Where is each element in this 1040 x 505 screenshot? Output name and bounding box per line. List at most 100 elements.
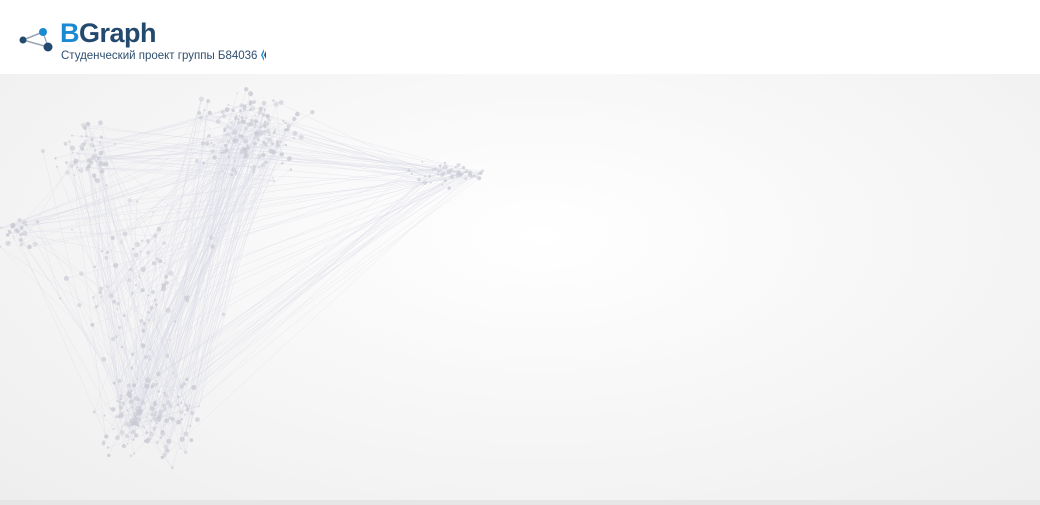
graph-node — [68, 140, 71, 143]
graph-node — [447, 186, 451, 190]
graph-node — [54, 157, 57, 160]
graph-node — [179, 401, 183, 405]
graph-edge — [198, 112, 225, 152]
graph-node — [90, 322, 95, 327]
graph-node — [170, 466, 174, 470]
graph-node — [137, 398, 141, 402]
graph-node — [249, 108, 252, 111]
graph-node — [206, 136, 209, 138]
graph-node — [257, 154, 262, 159]
graph-edge — [127, 148, 245, 393]
graph-node — [143, 427, 146, 429]
graph-node — [101, 356, 107, 362]
graph-node — [430, 181, 432, 184]
graph-node — [103, 161, 109, 167]
graph-edge — [37, 221, 61, 299]
graph-node — [224, 146, 228, 149]
graph-node — [110, 235, 115, 240]
graph-node — [5, 240, 11, 246]
graph-node — [131, 293, 134, 296]
graph-edge — [187, 173, 479, 411]
graph-node — [172, 372, 175, 375]
graph-node — [98, 290, 102, 295]
graph-node — [92, 153, 97, 159]
graph-node — [233, 132, 236, 135]
graph-node — [71, 228, 73, 231]
graph-node — [434, 167, 438, 171]
graph-node — [163, 262, 166, 265]
graph-node — [12, 235, 15, 238]
graph-node — [164, 418, 170, 424]
graph-node — [461, 166, 466, 170]
graph-node — [188, 424, 192, 428]
graph-node — [108, 293, 114, 299]
graph-node — [149, 305, 154, 311]
graph-edge — [241, 152, 439, 172]
graph-node — [210, 244, 215, 249]
graph-edge — [12, 225, 107, 437]
graph-edge — [142, 169, 292, 291]
graph-edge — [72, 152, 255, 167]
graph-node — [190, 410, 195, 416]
graph-node — [131, 291, 134, 294]
graph-edge — [66, 162, 156, 422]
graph-node — [95, 178, 100, 184]
graph-node — [122, 444, 127, 449]
graph-node — [91, 173, 97, 178]
graph-node — [84, 167, 90, 172]
graph-node — [168, 404, 174, 409]
graph-node — [230, 173, 234, 177]
graph-node — [99, 135, 104, 139]
graph-edge — [15, 230, 156, 236]
graph-node — [120, 411, 124, 416]
graph-node — [183, 295, 189, 301]
graph-node — [165, 448, 170, 453]
graph-node — [250, 105, 256, 111]
graph-node — [440, 168, 442, 171]
graph-edge — [107, 173, 412, 288]
graph-node — [139, 319, 144, 323]
graph-node — [180, 418, 184, 421]
graph-node — [152, 211, 155, 213]
graph-node — [191, 385, 197, 390]
graph-node — [101, 150, 104, 153]
graph-node — [252, 167, 256, 171]
graph-edge — [243, 121, 258, 134]
graph-edge — [84, 140, 459, 174]
graph-edge — [77, 167, 425, 183]
graph-edge — [92, 324, 132, 433]
graph-edge — [265, 161, 426, 177]
graph-node — [286, 127, 290, 132]
graph-edge — [166, 151, 242, 396]
graph-node — [183, 431, 189, 437]
graph-node — [262, 123, 267, 127]
graph-node — [92, 296, 95, 299]
graph-node — [101, 441, 106, 446]
graph-node — [106, 446, 110, 449]
graph-node — [0, 226, 3, 230]
graph-edge — [157, 182, 432, 443]
graph-node — [116, 308, 119, 310]
graph-node — [20, 242, 24, 246]
graph-edge — [117, 176, 472, 402]
graph-node — [140, 343, 146, 348]
graph-node — [284, 143, 288, 147]
graph-node — [292, 137, 296, 140]
graph-node — [120, 345, 124, 349]
graph-node — [134, 283, 138, 287]
graph-node — [212, 144, 216, 148]
graph-node — [422, 180, 428, 185]
graph-node — [244, 126, 248, 131]
graph-edge — [117, 112, 261, 304]
graph-node — [246, 144, 249, 147]
graph-node — [136, 424, 140, 427]
graph-node — [478, 171, 483, 176]
graph-node — [272, 99, 275, 102]
graph-node — [262, 140, 266, 144]
graph-node — [85, 121, 91, 127]
graph-edge — [19, 219, 101, 289]
graph-node — [161, 403, 166, 408]
graph-node — [232, 129, 238, 135]
graph-node — [240, 151, 243, 155]
graph-node — [98, 160, 103, 166]
